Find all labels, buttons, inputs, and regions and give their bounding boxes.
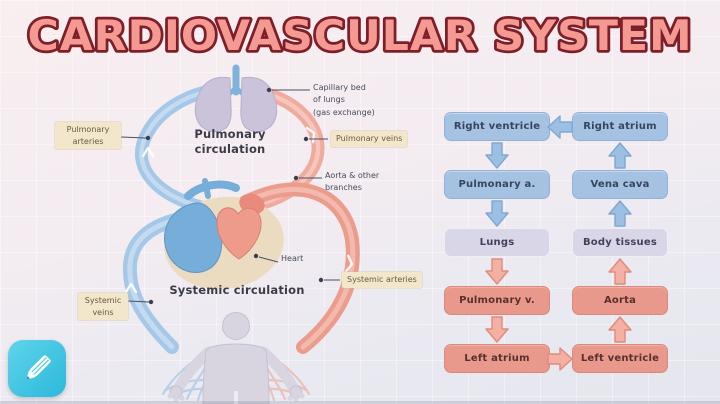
flow-arrow-up-blue-1 [608,142,632,169]
aorta-branches-callout: Aorta & other branches [325,170,405,195]
flow-arrow-left-blue [547,115,573,139]
pulmonary-artery-vessel [135,85,220,217]
flow-box-pulmonary-artery: Pulmonary a. [444,170,550,199]
flow-box-aorta: Aorta [572,286,668,315]
flow-box-vena-cava: Vena cava [572,170,668,199]
pulmonary-arteries-line1: Pulmonary [66,125,110,134]
flow-arrow-up-salmon-2 [608,316,632,343]
systemic-veins-callout: Systemic veins [78,293,128,321]
flow-arrow-up-salmon-1 [608,258,632,285]
page-title: CARDIOVASCULAR SYSTEM [28,11,693,60]
aorta-vessel [228,182,360,354]
capillary-bed-line3: (gas exchange) [313,107,375,117]
aorta-branches-line2: branches [325,183,362,193]
flow-arrow-right-salmon [547,347,573,371]
capillary-bed-line2: of lungs [313,95,345,105]
flow-box-left-ventricle: Left ventricle [572,344,668,373]
heart-illustration [164,178,284,290]
pulmonary-arteries-callout: Pulmonary arteries [55,122,121,150]
flow-arrow-down-salmon-1 [485,258,509,285]
systemic-arteries-callout: Systemic arteries [342,272,422,288]
flow-box-right-ventricle: Right ventricle [444,112,550,141]
pulmonary-arteries-line2: arteries [72,136,104,146]
callout-connectors [120,87,340,305]
aorta-branches-line1: Aorta & other [325,171,380,180]
flow-box-body-tissues: Body tissues [572,228,668,257]
pencil-icon [26,354,51,380]
lungs-illustration [194,64,278,133]
flow-box-left-atrium: Left atrium [444,344,550,373]
pulmonary-circulation-label: Pulmonary circulation [170,127,290,157]
flow-box-pulmonary-vein: Pulmonary v. [444,286,550,315]
heart-callout: Heart [281,254,304,263]
systemic-veins-line1: Systemic [84,296,122,305]
flow-arrow-down-salmon-2 [485,316,509,343]
systemic-veins-line2: veins [92,307,114,317]
pulmonary-circulation-line1: Pulmonary [194,127,266,141]
flow-box-right-atrium: Right atrium [572,112,668,141]
pulmonary-veins-callout: Pulmonary veins [331,131,408,147]
flow-box-lungs: Lungs [444,228,550,257]
flow-arrow-down-blue-1 [485,142,509,169]
pencil-tool-button[interactable] [8,340,66,397]
pulmonary-circulation-line2: circulation [194,141,266,156]
flow-arrow-up-blue-2 [608,200,632,227]
anatomy-diagram [120,64,360,404]
systemic-circulation-label: Systemic circulation [169,283,305,297]
page-title-art: CARDIOVASCULAR SYSTEM [25,8,695,63]
flow-arrow-down-blue-2 [485,200,509,227]
capillary-bed-line1: Capillary bed [313,83,366,92]
body-silhouette [167,312,305,404]
capillary-bed-callout: Capillary bed of lungs (gas exchange) [313,82,403,119]
